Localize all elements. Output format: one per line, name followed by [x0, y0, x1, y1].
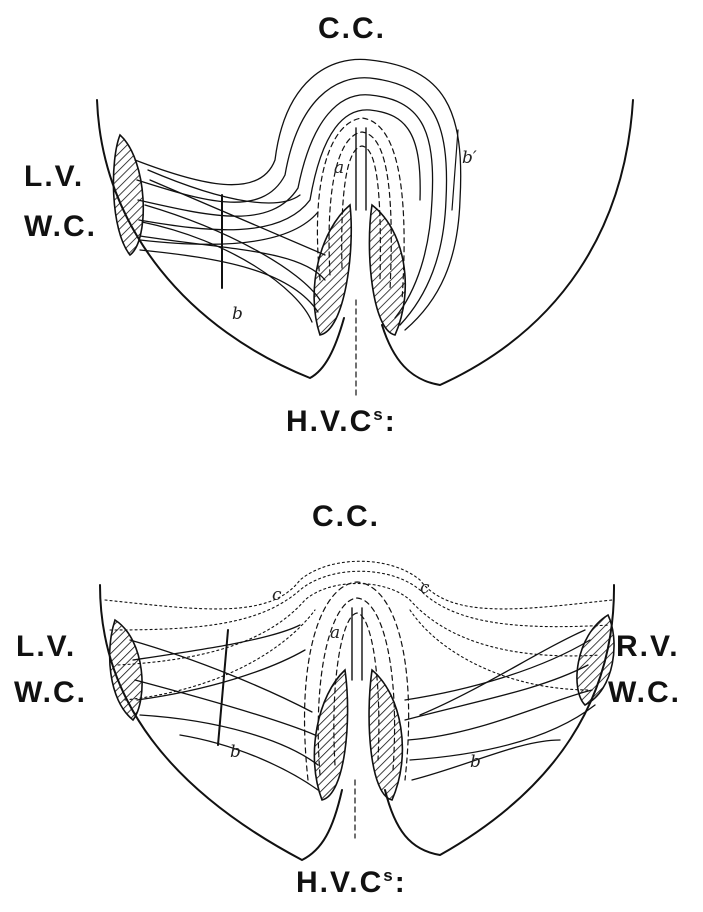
- bottom-mark-b-left: b: [230, 742, 241, 762]
- bottom-septum-right-oval: [369, 670, 402, 800]
- top-right-wall-outline: [382, 100, 633, 385]
- top-hvc-main: H.V.C: [286, 405, 373, 438]
- bottom-mark-b-right: b: [470, 752, 481, 772]
- top-hvc-sup: s: [373, 405, 384, 424]
- bottom-mark-c-right: c: [420, 578, 430, 598]
- bottom-right-crossing-fibres: [405, 630, 595, 780]
- top-wc-label: W.C.: [24, 210, 97, 244]
- bottom-wc-right-label: W.C.: [608, 676, 681, 710]
- top-crossing-fibres: [140, 170, 325, 322]
- bottom-hvc-dot: :: [395, 866, 407, 899]
- top-cc-label: C.C.: [318, 12, 386, 46]
- bottom-wc-left-label: W.C.: [14, 676, 87, 710]
- top-mark-a: a: [334, 158, 344, 178]
- top-diagram: [97, 59, 633, 398]
- top-mark-b-prime: b′: [462, 148, 477, 168]
- top-hvc-dot: :: [385, 405, 397, 438]
- top-hvc-label: H.V.Cs:: [286, 405, 397, 439]
- bottom-mark-a: a: [330, 623, 340, 643]
- top-left-hatched-oval: [113, 135, 143, 255]
- bottom-left-hatched-oval: [110, 620, 142, 720]
- bottom-lv-label: L.V.: [16, 630, 76, 664]
- top-lv-label: L.V.: [24, 160, 84, 194]
- bottom-left-wall-outline: [100, 585, 342, 860]
- bottom-mark-c-left: c: [272, 585, 282, 605]
- bottom-hvc-sup: s: [383, 866, 394, 885]
- bottom-hvc-label: H.V.Cs:: [296, 866, 407, 900]
- top-septum-right-oval: [369, 205, 405, 335]
- bottom-hvc-main: H.V.C: [296, 866, 383, 899]
- bottom-rv-label: R.V.: [616, 630, 680, 664]
- bottom-cc-label: C.C.: [312, 500, 380, 534]
- bottom-diagram: [100, 561, 614, 860]
- top-mark-b: b: [232, 304, 243, 324]
- top-right-b-prime-line: [452, 130, 458, 210]
- bottom-left-crossing-fibres: [130, 625, 318, 790]
